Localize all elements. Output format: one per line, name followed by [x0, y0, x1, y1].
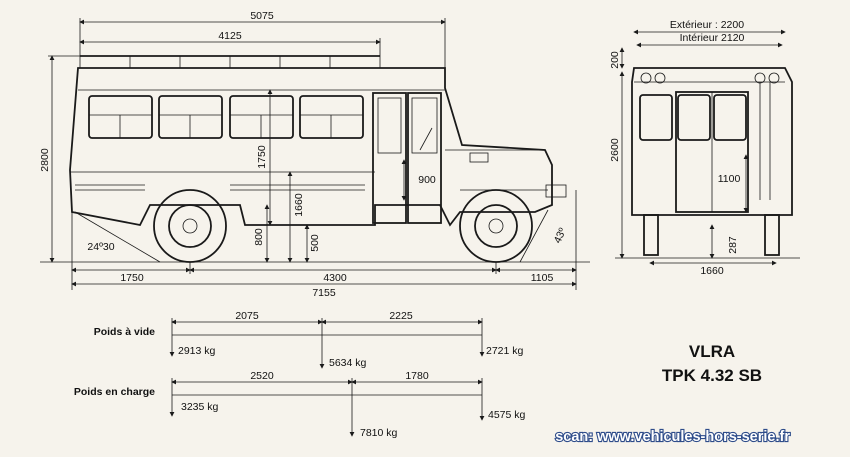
- dim-body-height: 2600: [609, 138, 621, 162]
- dim-height-interior: 1750: [256, 145, 268, 169]
- dim-rear-overhang: 1750: [120, 272, 144, 284]
- model-line-1: VLRA: [689, 342, 735, 361]
- dim-roof-height: 200: [609, 51, 621, 69]
- empty-span-right: 2225: [389, 310, 413, 322]
- model-line-2: TPK 4.32 SB: [662, 366, 762, 385]
- bus-body-outline: [69, 67, 553, 227]
- dim-clearance: 500: [309, 234, 321, 252]
- loaded-rear-weight: 3235 kg: [181, 401, 219, 413]
- dim-roof-rack: 4125: [218, 30, 242, 42]
- loaded-weight-label: Poids en charge: [74, 386, 155, 398]
- dim-overall-length: 7155: [312, 287, 336, 299]
- empty-weight-label: Poids à vide: [94, 326, 155, 338]
- dim-approach-angle: 43º: [552, 226, 570, 245]
- front-wheel: [459, 189, 533, 263]
- model-title: VLRA TPK 4.32 SB: [662, 342, 762, 385]
- scan-credit: scan: www.vehicules-hors-serie.fr: [555, 429, 790, 445]
- empty-rear-weight: 2913 kg: [178, 345, 216, 357]
- dim-interior-width: Intérieur 2120: [680, 32, 745, 44]
- side-windows: [88, 95, 364, 139]
- side-door: [372, 92, 442, 224]
- side-view: 5075 4125 2800 1750 900 1660 800 500 43º…: [39, 10, 590, 299]
- loaded-front-weight: 4575 kg: [488, 409, 526, 421]
- roof-rack: [79, 55, 381, 68]
- empty-total-weight: 5634 kg: [329, 357, 367, 369]
- rear-wheel: [153, 189, 227, 263]
- dim-track: 1660: [700, 265, 724, 277]
- dim-floor-height: 1660: [293, 193, 305, 217]
- dim-height-total: 2800: [39, 148, 51, 172]
- dim-overall-top: 5075: [250, 10, 274, 22]
- dim-ground-clearance: 287: [727, 236, 739, 254]
- dim-wheelbase: 4300: [323, 272, 347, 284]
- dim-departure-angle: 24º30: [87, 241, 114, 253]
- loaded-span-right: 1780: [405, 370, 429, 382]
- dim-door-step: 900: [418, 174, 436, 186]
- dim-exterior-width: Extérieur : 2200: [670, 19, 744, 31]
- empty-span-left: 2075: [235, 310, 259, 322]
- loaded-total-weight: 7810 kg: [360, 427, 398, 439]
- rear-view: Extérieur : 2200 Intérieur 2120 200 2600…: [609, 19, 800, 277]
- dim-front-overhang: 1105: [531, 272, 554, 284]
- dim-door-height: 1100: [718, 173, 741, 185]
- dim-body-bottom: 800: [253, 228, 265, 246]
- empty-front-weight: 2721 kg: [486, 345, 524, 357]
- loaded-span-left: 2520: [250, 370, 274, 382]
- weights-diagram: Poids à vide 2075 2225 2913 kg 5634 kg 2…: [74, 310, 526, 439]
